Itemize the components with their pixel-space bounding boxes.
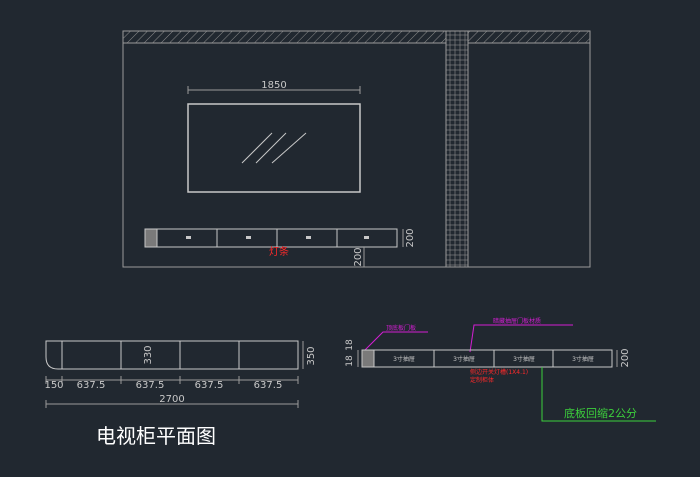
section-height-dimension: 200 xyxy=(620,348,631,367)
segment-dimension: 637.5 xyxy=(195,380,224,391)
magenta-note-1: 顶底板门板 xyxy=(386,324,416,332)
tv-wall-elevation: 1850 灯条 200 200 xyxy=(122,30,591,268)
drawer-label: 3寸抽屉 xyxy=(513,355,535,363)
red-note-2: 定制柜体 xyxy=(470,376,494,384)
light-strip-label: 灯条 xyxy=(269,245,289,258)
cabinet-plan: 330 350 150 637.5 637.5 637.5 637.5 2700… xyxy=(44,340,317,448)
section-dividers xyxy=(373,350,554,367)
red-note-1: 侧边开关灯槽(1X4.1) xyxy=(470,368,528,376)
green-note: 底板回缩2公分 xyxy=(564,406,637,420)
left-dimension: 18 xyxy=(345,339,355,351)
ceiling-hatch-left xyxy=(122,30,447,44)
tv-screen xyxy=(187,103,361,193)
cabinet-section: 顶底板门板 暗藏抽屉门板材质 18 18 3寸抽屉 3寸抽屉 3寸抽屉 3寸抽屉… xyxy=(345,317,656,422)
segment-dim-ticks xyxy=(45,376,299,384)
plan-depth-inner-dimension: 330 xyxy=(143,345,154,364)
section-end-panel xyxy=(361,349,375,368)
tv-cabinet xyxy=(144,228,398,248)
plan-dividers xyxy=(120,341,240,369)
segment-dimension: 150 xyxy=(44,380,63,391)
cabinet-height-dimension: 200 xyxy=(405,228,416,247)
plan-title: 电视柜平面图 xyxy=(96,424,216,448)
cabinet-end-panel xyxy=(144,228,158,248)
segment-dimension: 637.5 xyxy=(136,380,165,391)
plan-outline xyxy=(45,340,299,370)
cabinet-drawer-dividers xyxy=(156,229,338,247)
magenta-note-2: 暗藏抽屉门板材质 xyxy=(493,317,541,325)
plan-depth-outer-dimension: 350 xyxy=(306,346,317,365)
drawer-label: 3寸抽屉 xyxy=(393,355,415,363)
left-dimension: 18 xyxy=(345,355,355,367)
drawer-label: 3寸抽屉 xyxy=(453,355,475,363)
ceiling-hatch-right xyxy=(467,30,591,44)
segment-dimension: 637.5 xyxy=(254,380,283,391)
floor-gap-dimension: 200 xyxy=(353,247,364,266)
drawer-label: 3寸抽屉 xyxy=(572,355,594,363)
tv-width-dimension: 1850 xyxy=(261,80,286,91)
wall-outline xyxy=(122,30,591,268)
green-leader xyxy=(541,367,656,422)
segment-dimension: 637.5 xyxy=(77,380,106,391)
tile-column xyxy=(445,30,469,268)
tv-glare-marks xyxy=(241,132,307,164)
magenta-leader-2 xyxy=(469,324,573,353)
total-width-dimension: 2700 xyxy=(159,394,184,405)
magenta-leader-1 xyxy=(362,331,428,353)
drawer-handles xyxy=(186,236,369,239)
